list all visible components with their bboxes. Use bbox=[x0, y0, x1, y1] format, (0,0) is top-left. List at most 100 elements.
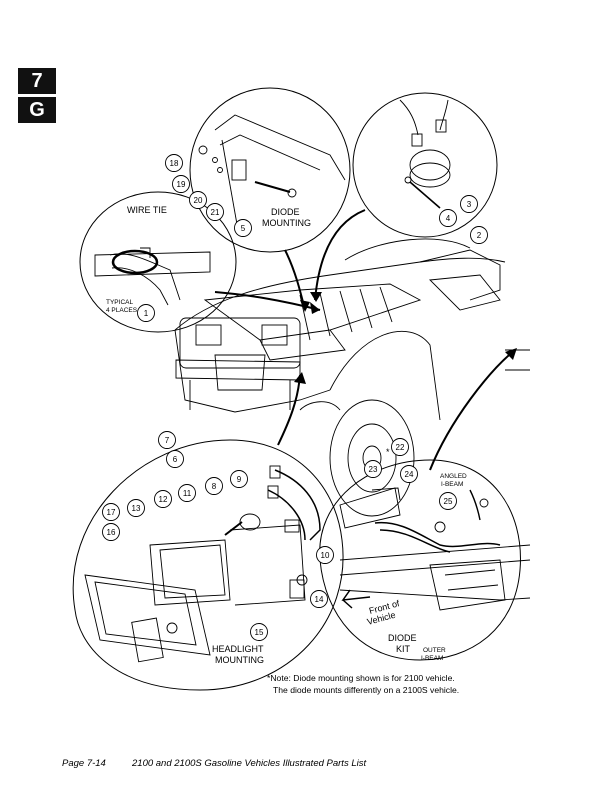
callout-23: 23 bbox=[364, 460, 382, 478]
typical-label-line1: TYPICAL bbox=[106, 299, 133, 306]
arrow-heads bbox=[294, 292, 517, 384]
connector-detail bbox=[399, 99, 451, 209]
callout-circle bbox=[137, 304, 155, 322]
callout-6: 6 bbox=[166, 450, 184, 468]
diode-kit-label-line1: DIODE bbox=[388, 633, 417, 643]
callouts: 1234567891011121314151617181920212223242… bbox=[102, 154, 488, 641]
diode-mounting-detail-circle bbox=[189, 87, 351, 253]
callout-number: 20 bbox=[194, 196, 203, 205]
outer-i-beam-label-line1: OUTER bbox=[423, 647, 446, 654]
callout-number: 12 bbox=[159, 495, 168, 504]
headlight-detail bbox=[84, 465, 321, 663]
subsection-tab: G bbox=[18, 97, 56, 123]
callout-circle bbox=[154, 490, 172, 508]
footer-page-number: Page 7-14 bbox=[62, 758, 106, 769]
callout-number: 4 bbox=[446, 214, 451, 223]
diode-mounting-detail bbox=[198, 114, 346, 231]
callout-10: 10 bbox=[316, 546, 334, 564]
callout-12: 12 bbox=[154, 490, 172, 508]
footer-document-title: 2100 and 2100S Gasoline Vehicles Illustr… bbox=[132, 758, 367, 769]
callout-1: 1 bbox=[137, 304, 155, 322]
callout-circle bbox=[102, 503, 120, 521]
callout-20: 20 bbox=[189, 191, 207, 209]
callout-21: 21 bbox=[206, 203, 224, 221]
callout-circle bbox=[460, 195, 478, 213]
callout-circle bbox=[470, 226, 488, 244]
callout-circle bbox=[439, 492, 457, 510]
callout-11: 11 bbox=[178, 484, 196, 502]
section-tab: 7 bbox=[18, 68, 56, 94]
callout-circle bbox=[127, 499, 145, 517]
callout-number: 24 bbox=[405, 470, 414, 479]
detail-circles bbox=[72, 87, 521, 691]
note-line-1: *Note: Diode mounting shown is for 2100 … bbox=[267, 673, 455, 683]
callout-number: 23 bbox=[369, 465, 378, 474]
callout-circle bbox=[102, 523, 120, 541]
diode-kit-detail bbox=[339, 487, 506, 611]
diode-mounting-label-line1: DIODE bbox=[271, 207, 300, 217]
callout-number: 2 bbox=[477, 231, 482, 240]
callout-15: 15 bbox=[250, 623, 268, 641]
callout-3: 3 bbox=[460, 195, 478, 213]
callout-circle bbox=[400, 465, 418, 483]
typical-label-line2: 4 PLACES bbox=[106, 307, 138, 314]
callout-number: 1 bbox=[144, 309, 149, 318]
headlight-detail-circle bbox=[72, 439, 344, 691]
callout-number: 11 bbox=[183, 489, 192, 498]
callout-number: 15 bbox=[255, 628, 264, 637]
callout-number: 7 bbox=[165, 436, 170, 445]
callout-circle bbox=[189, 191, 207, 209]
diode-kit-label-line2: KIT bbox=[396, 644, 411, 654]
callout-number: 14 bbox=[315, 595, 324, 604]
callout-number: 16 bbox=[107, 528, 116, 537]
callout-number: 6 bbox=[173, 455, 178, 464]
diode-mounting-label-line2: MOUNTING bbox=[262, 218, 311, 228]
callout-14: 14 bbox=[310, 590, 328, 608]
callout-circle bbox=[310, 590, 328, 608]
wire-tie-detail-circle bbox=[79, 191, 237, 333]
callout-number: 10 bbox=[321, 551, 330, 560]
callout-circle bbox=[391, 438, 409, 456]
callout-13: 13 bbox=[127, 499, 145, 517]
callout-5: 5 bbox=[234, 219, 252, 237]
diode-mounting-note: *Note: Diode mounting shown is for 2100 … bbox=[267, 672, 459, 696]
angled-i-beam-label-line2: I-BEAM bbox=[441, 481, 463, 488]
callout-number: 19 bbox=[177, 180, 186, 189]
callout-number: 22 bbox=[396, 443, 405, 452]
note-line-2: The diode mounts differently on a 2100S … bbox=[273, 685, 460, 695]
callout-circle bbox=[166, 450, 184, 468]
front-of-vehicle-arrow bbox=[341, 589, 371, 609]
callout-circle bbox=[439, 209, 457, 227]
wire-tie-detail bbox=[94, 247, 211, 306]
callout-22: 22 bbox=[391, 438, 409, 456]
callout-circle bbox=[364, 460, 382, 478]
callout-circle bbox=[172, 175, 190, 193]
callout-circle bbox=[178, 484, 196, 502]
callout-number: 3 bbox=[467, 200, 472, 209]
callout-number: 8 bbox=[212, 482, 217, 491]
connector-detail-circle bbox=[352, 92, 498, 238]
callout-circle bbox=[205, 477, 223, 495]
outer-i-beam-label-line2: I-BEAM bbox=[421, 655, 443, 662]
callout-24: 24 bbox=[400, 465, 418, 483]
callout-circle bbox=[158, 431, 176, 449]
callout-circle bbox=[165, 154, 183, 172]
wire-tie-label: WIRE TIE bbox=[127, 205, 167, 215]
diode-kit-detail-circle bbox=[319, 459, 521, 661]
callout-18: 18 bbox=[165, 154, 183, 172]
callout-circle bbox=[206, 203, 224, 221]
headlight-mounting-label-line1: HEADLIGHT bbox=[212, 644, 264, 654]
callout-number: 18 bbox=[170, 159, 179, 168]
callout-7: 7 bbox=[158, 431, 176, 449]
callout-number: 17 bbox=[107, 508, 116, 517]
headlight-mounting-label-line2: MOUNTING bbox=[215, 655, 264, 665]
callout-number: 5 bbox=[241, 224, 246, 233]
callout-number: 13 bbox=[132, 504, 141, 513]
callout-25: 25 bbox=[439, 492, 457, 510]
callout-number: 9 bbox=[237, 475, 242, 484]
callout-4: 4 bbox=[439, 209, 457, 227]
angled-i-beam-label-line1: ANGLED bbox=[440, 473, 467, 480]
asterisk-mark: * bbox=[386, 447, 390, 457]
callout-19: 19 bbox=[172, 175, 190, 193]
callout-circle bbox=[250, 623, 268, 641]
